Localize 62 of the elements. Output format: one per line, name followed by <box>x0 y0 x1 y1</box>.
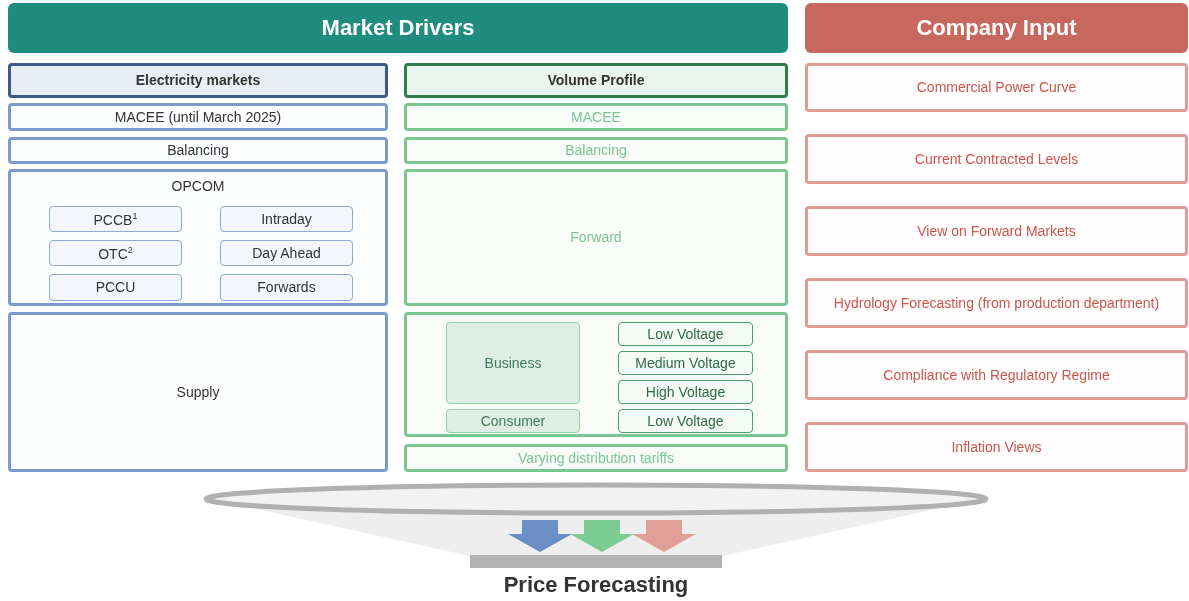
column-header <box>404 63 788 98</box>
input-box <box>805 422 1188 472</box>
label: Low Voltage <box>647 325 724 343</box>
category-box <box>8 312 388 472</box>
input-box <box>805 350 1188 400</box>
input-box <box>805 278 1188 328</box>
heading: Volume Profile <box>547 72 645 89</box>
label: Forward <box>570 229 622 246</box>
column-header <box>8 63 388 98</box>
label: MACEE (until March 2025) <box>114 108 282 126</box>
label: OPCOM <box>171 178 225 195</box>
section-header <box>805 3 1188 53</box>
label: View on Forward Markets <box>917 222 1076 240</box>
market-box <box>49 206 182 232</box>
label: PCCB$^{1}$ <box>93 210 138 228</box>
label: MACEE <box>571 108 621 126</box>
label: Balancing <box>167 142 229 159</box>
category-box <box>404 169 788 306</box>
market-box <box>220 206 353 232</box>
category-box <box>404 103 788 131</box>
label: OTC$^{2}$ <box>98 244 133 262</box>
label: High Voltage <box>645 383 726 401</box>
label: Medium Voltage <box>635 354 736 372</box>
market-box <box>49 240 182 266</box>
voltage-box <box>618 380 753 404</box>
category-box <box>8 103 388 131</box>
label: Business <box>484 354 542 372</box>
label: Low Voltage <box>647 412 724 430</box>
section-header <box>8 3 788 53</box>
heading: Market Drivers <box>321 15 475 41</box>
input-box <box>805 134 1188 184</box>
label: Consumer <box>480 412 546 430</box>
label: Hydrology Forecasting (from production department) <box>833 294 1160 312</box>
heading: Electricity markets <box>135 72 261 89</box>
label: Supply <box>176 383 220 401</box>
funnel-caption: Price Forecasting <box>503 572 689 597</box>
voltage-box <box>618 351 753 375</box>
label: Varying distribution tariffs <box>518 449 674 467</box>
market-box <box>220 240 353 266</box>
group-box <box>404 312 788 437</box>
label: Intraday <box>261 210 312 228</box>
heading: Company Input <box>916 15 1077 41</box>
label: Commercial Power Curve <box>916 79 1077 96</box>
label: Forwards <box>257 279 316 296</box>
market-box <box>49 274 182 301</box>
input-box <box>805 63 1188 112</box>
label: Day Ahead <box>252 244 321 262</box>
market-box <box>220 274 353 301</box>
group-box <box>8 169 388 306</box>
segment-box <box>446 322 580 404</box>
label: Compliance with Regulatory Regime <box>883 366 1110 384</box>
category-box <box>404 137 788 164</box>
voltage-box <box>618 409 753 433</box>
voltage-box <box>618 322 753 346</box>
input-box <box>805 206 1188 256</box>
label: Current Contracted Levels <box>914 150 1079 168</box>
category-box <box>8 137 388 164</box>
label: Balancing <box>565 142 627 159</box>
category-box <box>404 444 788 472</box>
segment-box <box>446 409 580 433</box>
label: PCCU <box>95 279 136 296</box>
label: Inflation Views <box>951 438 1042 456</box>
